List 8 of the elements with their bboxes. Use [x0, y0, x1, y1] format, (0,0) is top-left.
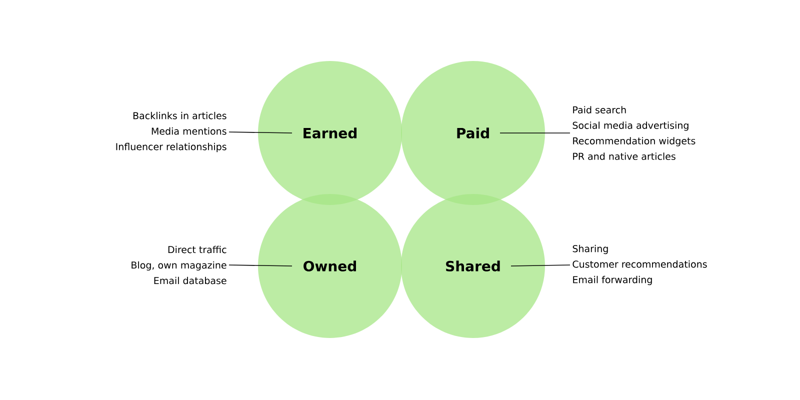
- text-list: Sharing Customer recommendations Email forwarding: [572, 244, 707, 286]
- text-list: Direct traffic Blog, own magazine Email database: [132, 246, 226, 284]
- text-list: Backlinks in articles Media mentions Influencer relationships: [116, 112, 226, 152]
- leader-line: [500, 132, 570, 134]
- leader-line: [228, 264, 292, 266]
- leader-line: [228, 132, 292, 134]
- leader-line: [510, 264, 570, 266]
- text-list: Paid search Social media advertising Recommendation widgets PR and native articles: [572, 106, 696, 160]
